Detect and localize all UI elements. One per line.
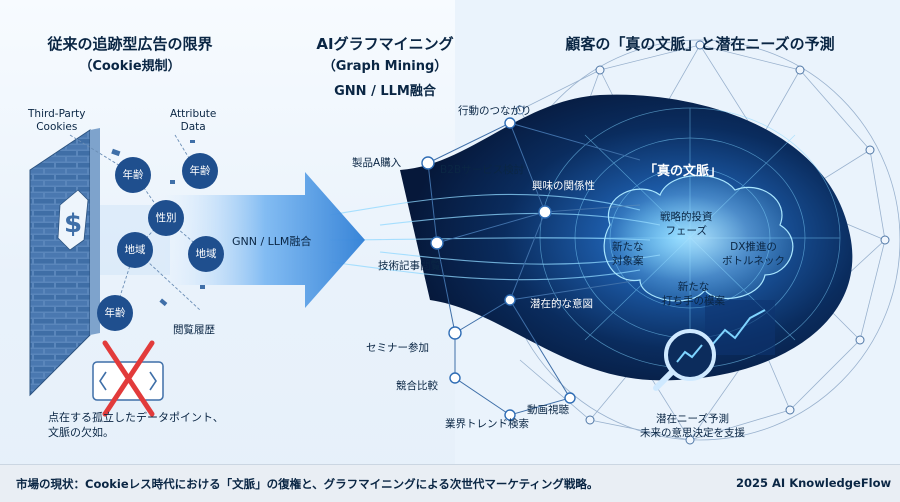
graph-nodes xyxy=(421,117,576,421)
middle-subtitle: （Graph Mining） xyxy=(322,59,448,74)
new-measure-label: 新たな 打ち手の模案 xyxy=(662,281,725,307)
data-node: 年齢 xyxy=(115,157,151,193)
cookie-glyph: $ xyxy=(64,209,82,239)
data-node-label: 地域 xyxy=(124,244,146,256)
brick-wall xyxy=(29,129,91,397)
middle-title: AIグラフマイニング xyxy=(316,35,454,53)
article-label: 技術記事閲覧 xyxy=(378,260,441,272)
product-a-label: 製品A購入 xyxy=(352,157,402,169)
behavior-label: 行動のつながり xyxy=(458,105,532,117)
phase-label: 戦略的投資 フェーズ xyxy=(660,211,713,237)
left-title: 従来の追跡型広告の限界 xyxy=(47,35,213,53)
data-node-label: 地域 xyxy=(195,248,217,260)
red-x-icon xyxy=(102,340,155,417)
attribute-data-label: Attribute Data xyxy=(170,108,217,133)
dx-label: DX推進の ボトルネック xyxy=(722,241,785,267)
competitor-label: 競合比較 xyxy=(396,380,438,392)
seminar-label: セミナー参加 xyxy=(366,342,429,354)
prediction-label: 潜在ニーズ予測 未来の意思決定を支援 xyxy=(640,413,745,439)
data-node: 性別 xyxy=(148,200,184,236)
left-caption: 点在する孤立したデータポイント、 文脈の欠如。 xyxy=(48,411,224,439)
footer-text: 市場の現状：Cookieレス時代における「文脈」の復権と、グラフマイニングによる… xyxy=(16,477,599,491)
true-context-title: 「真の文脈」 xyxy=(644,164,723,179)
data-node: 地域 xyxy=(188,236,224,272)
middle-subtitle-2: GNN / LLM融合 xyxy=(334,84,436,99)
big-arrow xyxy=(165,172,365,308)
magnifier-chart-icon xyxy=(653,300,775,391)
trend-label: 業界トレンド検索 xyxy=(445,418,529,430)
data-node: 年齢 xyxy=(97,295,133,331)
browsing-history-label: 閲覧履歴 xyxy=(173,324,215,336)
data-node-label: 年齢 xyxy=(104,307,126,319)
data-node-label: 性別 xyxy=(155,212,177,224)
footer-bar: 市場の現状：Cookieレス時代における「文脈」の復権と、グラフマイニングによる… xyxy=(0,464,900,502)
video-label: 動画視聴 xyxy=(527,404,569,416)
wall-hole xyxy=(57,189,89,251)
b2b-label: B2Bサービス検討 xyxy=(440,164,525,176)
latent-label: 潜在的な意図 xyxy=(530,298,593,310)
data-node: 地域 xyxy=(117,232,153,268)
outer-network-nodes xyxy=(515,40,890,445)
footer-credit: 2025 AI KnowledgeFlow xyxy=(736,476,892,490)
data-node-label: 年齢 xyxy=(122,169,144,181)
data-node: 年齢 xyxy=(182,153,218,189)
interest-label: 興味の関係性 xyxy=(532,180,595,192)
left-links xyxy=(69,134,206,313)
arrow-label: GNN / LLM融合 xyxy=(232,235,312,248)
right-title: 顧客の「真の文脈」と潜在ニーズの予測 xyxy=(565,35,835,53)
new-target-label: 新たな 対象案 xyxy=(612,241,644,267)
data-node-label: 年齢 xyxy=(189,165,211,177)
left-subtitle: （Cookie規制） xyxy=(79,59,181,74)
context-cloud xyxy=(603,174,794,302)
third-party-cookies-label: Third-Party Cookies xyxy=(28,108,86,133)
